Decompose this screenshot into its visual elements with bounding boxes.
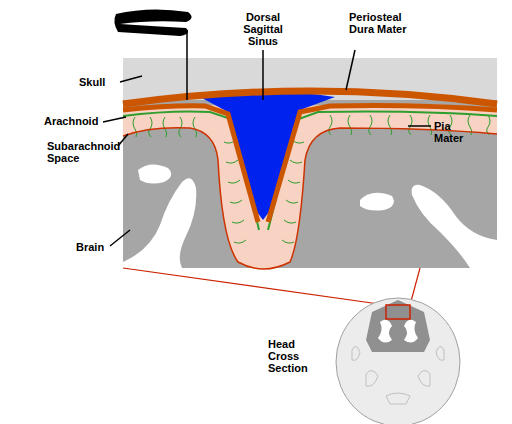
trabecula <box>230 200 242 203</box>
trabecula <box>282 240 294 243</box>
brain-tissue <box>123 100 497 268</box>
leader-lines <box>103 30 431 246</box>
trabecula <box>133 117 137 137</box>
trabecula <box>234 240 246 243</box>
trabecula <box>290 160 302 163</box>
periosteal-dura <box>123 91 497 104</box>
trabecula <box>228 180 240 183</box>
part-label: Dorsal Sagittal Sinus <box>233 11 293 47</box>
trabecula <box>428 115 432 135</box>
meningeal-dura <box>268 106 497 223</box>
trabecula <box>193 117 197 137</box>
part-label: Arachnoid <box>44 115 106 127</box>
trabecula <box>388 115 392 135</box>
trabecula <box>329 115 332 135</box>
trabecula <box>409 115 412 135</box>
subarachnoid-space <box>123 103 497 269</box>
part-label: Skull <box>79 76 119 88</box>
trabecula <box>288 180 300 183</box>
head-outline <box>336 298 460 424</box>
zoom-line <box>123 268 386 305</box>
pia-mater <box>123 128 497 269</box>
sulcus <box>138 164 171 183</box>
trabecula <box>348 115 352 135</box>
meningeal-dura <box>123 106 258 222</box>
part-label: Subarachnoid Space <box>47 140 127 164</box>
sulcus <box>412 185 497 268</box>
part-label: Pia Mater <box>434 120 478 144</box>
trabecula <box>226 160 238 163</box>
part-label: Periosteal Dura Mater <box>349 11 421 35</box>
trabecula <box>149 117 152 137</box>
trabecula <box>284 220 296 223</box>
trabecula <box>487 115 490 135</box>
part-label: Head Cross Section <box>268 338 326 374</box>
brain-section <box>366 300 430 352</box>
zoom-box <box>386 305 410 319</box>
trabecula <box>163 117 167 137</box>
head-structures <box>352 346 444 404</box>
trabecula <box>286 200 298 203</box>
sulcus <box>360 193 394 211</box>
trabecula <box>232 220 244 223</box>
trabecula <box>369 115 372 135</box>
sulcus <box>123 178 196 268</box>
brain-gyri <box>378 320 418 343</box>
arachnoid <box>268 112 497 231</box>
part-label: Brain <box>76 241 116 253</box>
redaction <box>114 9 191 36</box>
